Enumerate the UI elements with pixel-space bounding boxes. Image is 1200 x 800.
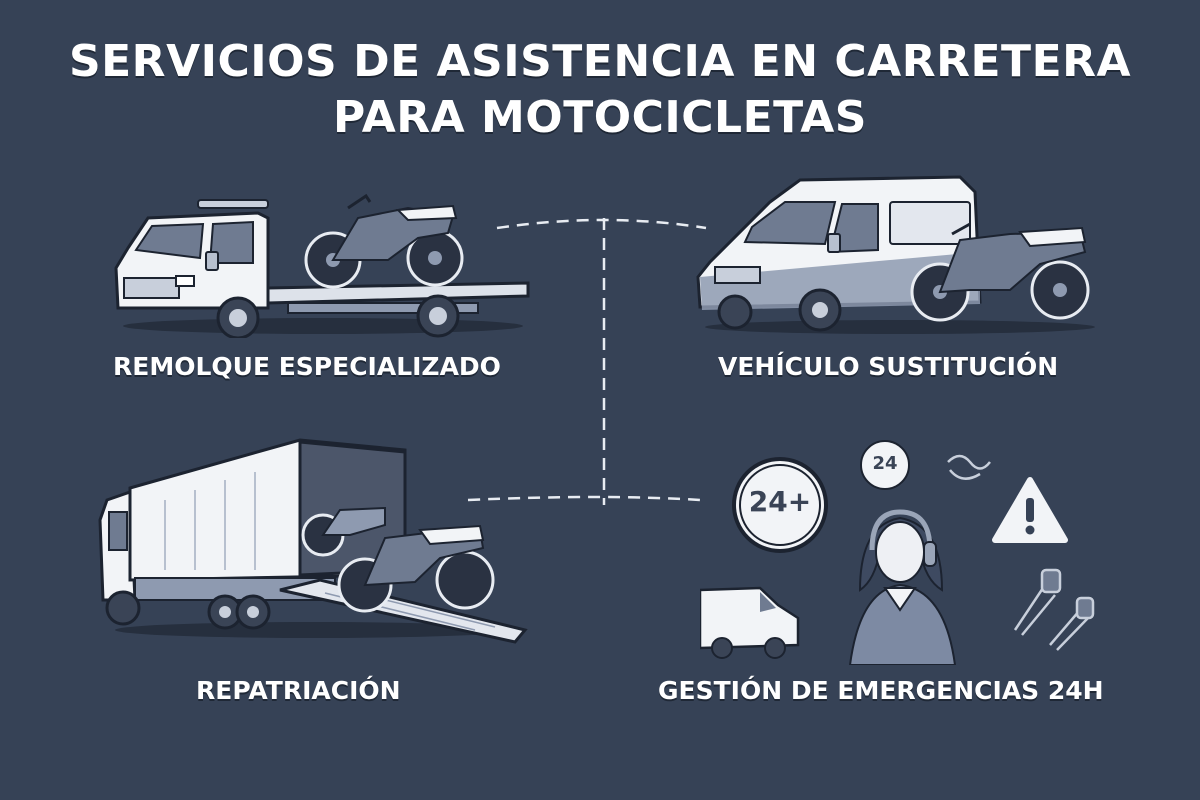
service-van-icon xyxy=(700,586,800,659)
tools-icon xyxy=(1013,568,1095,651)
title-line-1: SERVICIOS DE ASISTENCIA EN CARRETERA xyxy=(68,36,1132,87)
service-label-vehiculo: VEHÍCULO SUSTITUCIÓN xyxy=(718,352,1059,381)
page-title: SERVICIOS DE ASISTENCIA EN CARRETERA PAR… xyxy=(0,34,1200,146)
bubble-badge-text: 24 xyxy=(872,453,898,474)
clock-badge-text: 24+ xyxy=(748,485,812,518)
warning-icon xyxy=(992,477,1068,543)
service-label-emergencias: GESTIÓN DE EMERGENCIAS 24H xyxy=(658,676,1104,705)
motorcycle-icon xyxy=(337,524,495,613)
operator-icon xyxy=(848,509,957,665)
repatriation-truck-illustration xyxy=(95,430,535,645)
wrench-icon xyxy=(947,454,991,480)
emergency-operator-illustration: 24+ 24 xyxy=(700,440,1100,665)
service-label-remolque: REMOLQUE ESPECIALIZADO xyxy=(113,352,501,381)
flatbed-tow-truck-illustration xyxy=(108,178,538,338)
motorcycle-icon xyxy=(910,222,1090,322)
motorcycle-icon xyxy=(301,506,386,557)
motorcycle-icon xyxy=(304,193,464,289)
service-label-repatriacion: REPATRIACIÓN xyxy=(196,676,401,705)
clock-badge-icon xyxy=(732,457,828,553)
title-line-2: PARA MOTOCICLETAS xyxy=(332,92,867,143)
replacement-van-illustration xyxy=(690,172,1110,337)
